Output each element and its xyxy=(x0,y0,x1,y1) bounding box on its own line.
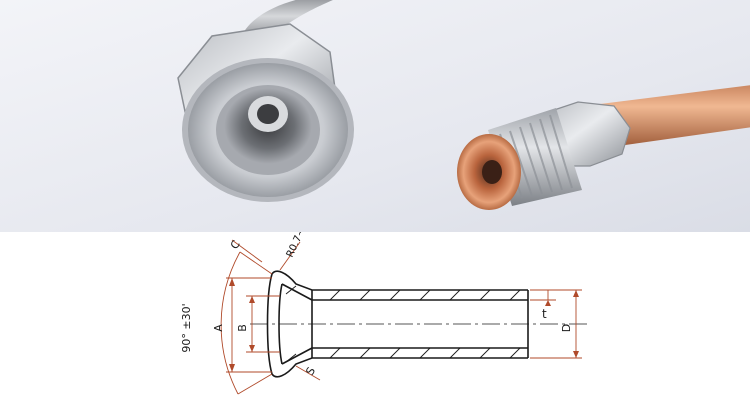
t-label: t xyxy=(542,307,547,321)
product-photo xyxy=(0,0,750,232)
c-label: C xyxy=(228,238,243,252)
d-label: D xyxy=(560,324,573,332)
a-label: A xyxy=(212,324,225,332)
product-photo-illustration xyxy=(0,0,750,232)
b-label: B xyxy=(236,324,249,332)
angle-label: 90° ±30' xyxy=(180,303,193,352)
tube-outline xyxy=(266,270,529,378)
radius-label: R0.7~1.5 xyxy=(285,232,315,259)
copper-end-hole xyxy=(482,160,502,184)
flare-tube-drawing: 90° ±30' C R0.7~1.5 A B S t D xyxy=(180,212,590,395)
thread-lines xyxy=(499,114,573,199)
section-hatching xyxy=(285,285,521,363)
dimension-arrows xyxy=(229,278,579,372)
inner-tube-hole xyxy=(257,104,279,124)
dimension-lines xyxy=(220,239,582,395)
copper-tube xyxy=(600,85,750,148)
technical-drawing: 90° ±30' C R0.7~1.5 A B S t D xyxy=(0,212,750,400)
s-label: S xyxy=(303,365,318,378)
